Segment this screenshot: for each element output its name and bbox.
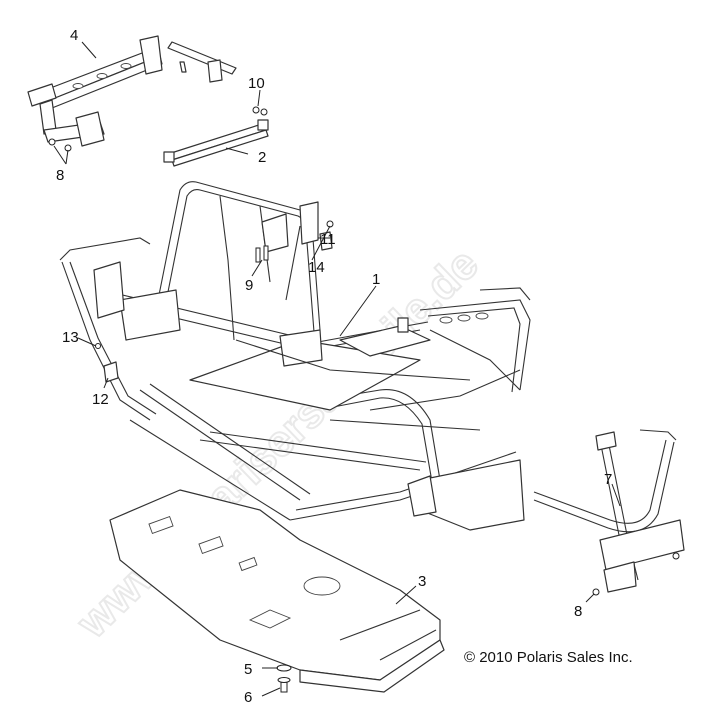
part-2-cross-bar[interactable]: [163, 119, 269, 167]
part-13-nut[interactable]: [95, 343, 101, 349]
callout-labels: 4 10 2 8 11 14 9 1 13 12 7 3 8 5 6: [56, 27, 612, 706]
callout-13: 13: [62, 329, 79, 346]
part-8-nuts-left[interactable]: [48, 138, 72, 152]
copyright-text: © 2010 Polaris Sales Inc.: [464, 649, 633, 666]
callout-10: 10: [248, 75, 265, 92]
callout-8-right: 8: [574, 603, 582, 620]
part-10-nuts[interactable]: [252, 106, 268, 116]
callout-14: 14: [308, 259, 325, 276]
part-1-main-frame[interactable]: [59, 181, 531, 531]
callout-8-left: 8: [56, 167, 64, 184]
callout-7: 7: [604, 471, 612, 488]
callout-11: 11: [320, 231, 336, 248]
part-9-bolts[interactable]: [255, 245, 269, 263]
callout-2: 2: [258, 149, 266, 166]
callout-9: 9: [245, 277, 253, 294]
callout-1: 1: [372, 271, 380, 288]
callout-12: 12: [92, 391, 109, 408]
leader-lines: [53, 41, 621, 697]
part-8-nut-right[interactable]: [592, 588, 600, 596]
part-12-bracket[interactable]: [103, 361, 119, 383]
callout-5: 5: [244, 661, 252, 678]
part-5-washer[interactable]: [276, 664, 292, 672]
part-4-bracket-assembly[interactable]: [27, 35, 237, 147]
part-6-bolt[interactable]: [277, 677, 291, 693]
callout-4: 4: [70, 27, 78, 44]
callout-6: 6: [244, 689, 252, 706]
callout-3: 3: [418, 573, 426, 590]
part-7-rear-bumper[interactable]: [533, 429, 685, 593]
part-3-skid-plate[interactable]: [109, 489, 445, 693]
